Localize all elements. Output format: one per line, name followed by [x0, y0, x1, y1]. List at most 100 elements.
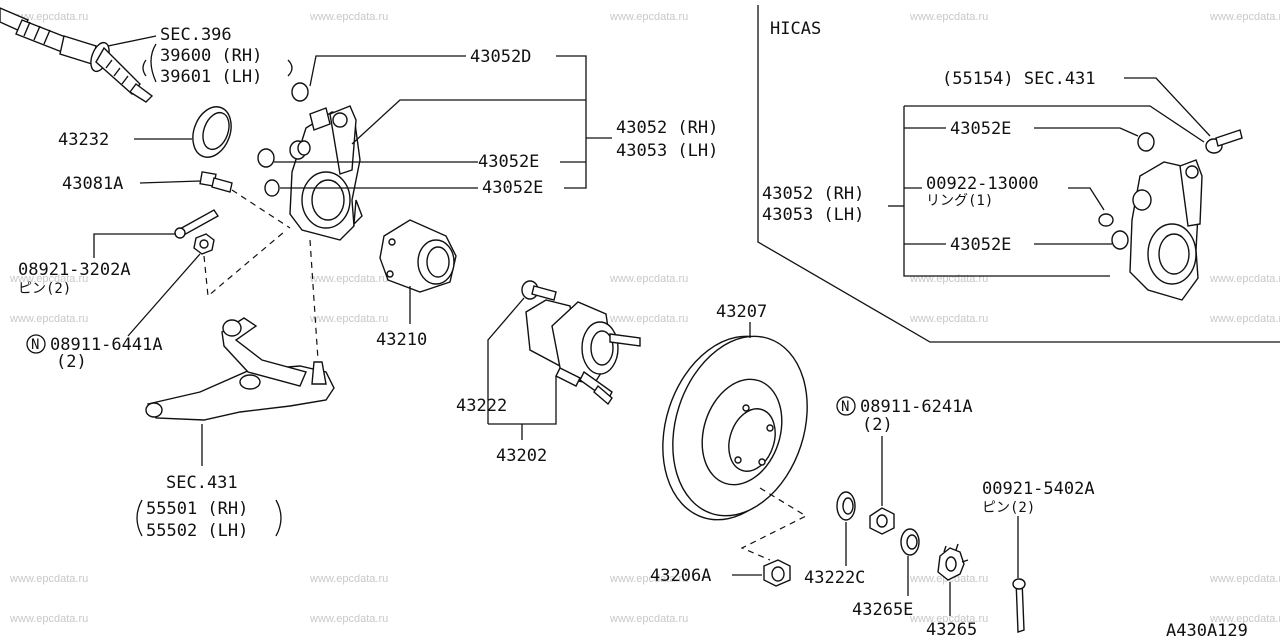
grease-cap-43206a	[763, 559, 791, 587]
label-hicas-sec431: (55154) SEC.431	[942, 69, 1096, 89]
nut-08911-6441a	[193, 233, 215, 255]
label-nut2-part: 08911-6241A	[860, 397, 973, 417]
dash-nut	[203, 231, 285, 298]
bracket-43202	[488, 376, 557, 425]
cotter-pin-00921	[1012, 578, 1026, 633]
watermark: www.epcdata.ru	[909, 313, 988, 325]
label-43052d: 43052D	[470, 47, 531, 67]
label-hicas-ring-qty: リング(1)	[926, 193, 993, 209]
watermark: www.epcdata.ru	[9, 573, 88, 585]
n-mark-letter: N	[31, 337, 39, 353]
watermark: www.epcdata.ru	[1209, 11, 1280, 23]
nut-08911-6241a	[869, 507, 895, 535]
watermark: www.epcdata.ru	[1209, 573, 1280, 585]
leader-nut	[127, 253, 201, 337]
watermark: www.epcdata.ru	[1209, 613, 1280, 625]
leader-knuckle	[351, 99, 586, 145]
watermark: www.epcdata.ru	[609, 573, 688, 585]
leader-43222	[487, 297, 525, 424]
oil-seal-43232	[192, 106, 232, 158]
label-nut2-qty: (2)	[862, 415, 893, 435]
hicas-box-border	[757, 5, 1280, 343]
leader-hicas-top	[904, 105, 1205, 143]
label-shaft-lh: 39601 (LH)	[160, 67, 262, 87]
washer-43265e	[900, 528, 920, 556]
label-hicas-ring-part: 00922-13000	[926, 174, 1039, 194]
label-knuckle-rh: 43052 (RH)	[616, 118, 718, 138]
knuckle	[257, 82, 363, 241]
hicas-title: HICAS	[770, 19, 821, 39]
watermark: www.epcdata.ru	[9, 613, 88, 625]
watermark: www.epcdata.ru	[309, 573, 388, 585]
watermark: www.epcdata.ru	[609, 11, 688, 23]
cotter-pin	[174, 209, 220, 239]
label-pin-part: 08921-3202A	[18, 260, 131, 280]
leader-43081a	[139, 180, 201, 184]
label-43222: 43222	[456, 396, 507, 416]
label-arm-rh: 55501 (RH)	[146, 499, 248, 519]
label-43206a: 43206A	[650, 566, 711, 586]
label-cotter-qty: ピン(2)	[982, 500, 1035, 516]
label-43052e-1: 43052E	[478, 152, 539, 172]
leader-43052d	[309, 55, 466, 87]
watermark: www.epcdata.ru	[909, 11, 988, 23]
label-shaft-rh: 39600 (RH)	[160, 46, 262, 66]
n-mark-2	[836, 396, 856, 416]
bracket-shaft	[150, 43, 157, 83]
watermark: www.epcdata.ru	[909, 613, 988, 625]
label-hicas-knuckle-lh: 43053 (LH)	[762, 205, 864, 225]
label-hicas-knuckle-rh: 43052 (RH)	[762, 184, 864, 204]
label-43207: 43207	[716, 302, 767, 322]
label-knuckle-lh: 43053 (LH)	[616, 141, 718, 161]
locknut-43265	[937, 543, 969, 581]
leader-hicas-ring	[1068, 187, 1105, 211]
leader-pin	[93, 233, 176, 258]
label-43210: 43210	[376, 330, 427, 350]
dash-bolt	[231, 189, 291, 229]
bracket-shaft-right	[287, 59, 293, 77]
lower-arm	[145, 317, 335, 421]
disc-rotor-43207	[662, 335, 808, 521]
bracket-arm-left	[136, 499, 143, 537]
label-hicas-e1: 43052E	[950, 119, 1011, 139]
label-43222c: 43222C	[804, 568, 865, 588]
watermark: www.epcdata.ru	[609, 273, 688, 285]
watermark: www.epcdata.ru	[309, 11, 388, 23]
leader-sec396	[107, 35, 157, 47]
label-43202: 43202	[496, 446, 547, 466]
watermark: www.epcdata.ru	[909, 273, 988, 285]
watermark: www.epcdata.ru	[9, 313, 88, 325]
label-43265: 43265	[926, 620, 977, 640]
bracket-shaft-inner	[142, 59, 147, 77]
drive-shaft	[0, 7, 154, 103]
watermark: www.epcdata.ru	[9, 11, 88, 23]
dash-knuckle	[309, 239, 319, 361]
washer-43222c	[836, 491, 856, 521]
leader-hicas-e1	[1034, 127, 1139, 137]
label-43081a: 43081A	[62, 174, 123, 194]
label-nut-part: 08911-6441A	[50, 335, 163, 355]
n-mark	[26, 334, 46, 354]
watermark: www.epcdata.ru	[9, 273, 88, 285]
n-mark-2-letter: N	[841, 399, 849, 415]
bearing-43210	[379, 219, 457, 293]
dash-cap	[740, 487, 808, 561]
watermark: www.epcdata.ru	[309, 613, 388, 625]
watermark: www.epcdata.ru	[1209, 313, 1280, 325]
watermark: www.epcdata.ru	[309, 273, 388, 285]
label-sec396: SEC.396	[160, 25, 232, 45]
bracket-arm-right	[275, 499, 282, 537]
hub-43202	[521, 280, 641, 406]
bolt-43081a	[199, 171, 233, 193]
bracket-knuckle	[556, 55, 587, 189]
label-arm-lh: 55502 (LH)	[146, 521, 248, 541]
leader-hicas-sec431	[1124, 77, 1211, 137]
hicas-knuckle	[1098, 129, 1243, 301]
watermark: www.epcdata.ru	[309, 313, 388, 325]
label-arm-sec: SEC.431	[166, 473, 238, 493]
label-43052e-2: 43052E	[482, 178, 543, 198]
watermark: www.epcdata.ru	[1209, 273, 1280, 285]
watermark: www.epcdata.ru	[609, 613, 688, 625]
